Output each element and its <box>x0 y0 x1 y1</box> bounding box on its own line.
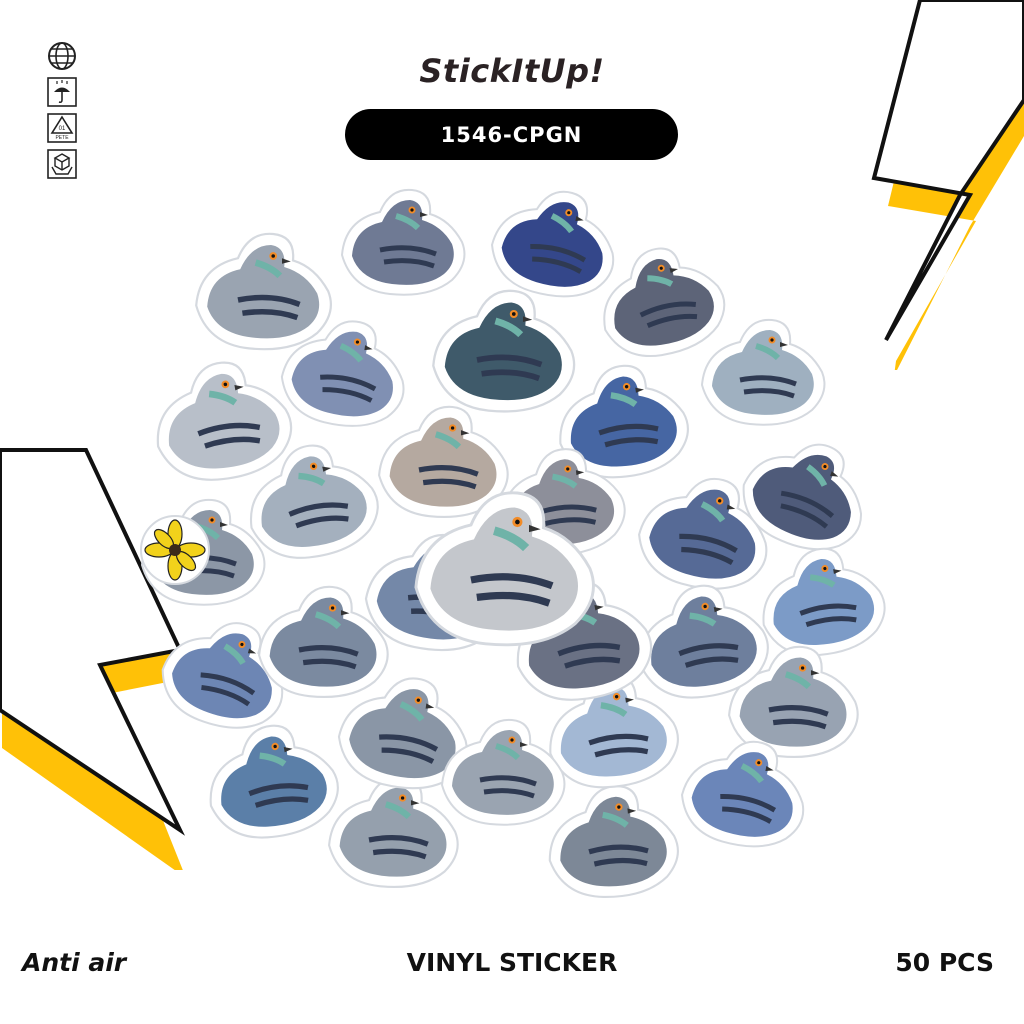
keep-dry-icon <box>47 77 77 107</box>
quantity-label: 50 PCS <box>895 948 994 977</box>
fragile-box-icon <box>47 149 77 179</box>
lightning-bolt-right <box>871 0 1024 370</box>
product-code-badge: 1546-CPGN <box>345 109 678 160</box>
product-code-text: 1546-CPGN <box>440 122 583 147</box>
lightning-bolt-left <box>0 448 188 870</box>
globe-icon <box>47 41 77 71</box>
brand-logo: StickItUp! <box>419 52 605 90</box>
pigeon-sticker-collage-image <box>140 180 890 920</box>
recycle-pete-icon: 01 PETE <box>47 113 77 143</box>
feature-label-anti-air: Anti air <box>22 948 127 977</box>
svg-text:01: 01 <box>59 126 66 132</box>
svg-text:PETE: PETE <box>55 135 69 141</box>
packaging-icons: 01 PETE <box>47 41 79 185</box>
pigeon-sticker-collage <box>140 180 890 920</box>
flower-sticker <box>140 515 210 585</box>
material-label: VINYL STICKER <box>406 948 618 977</box>
